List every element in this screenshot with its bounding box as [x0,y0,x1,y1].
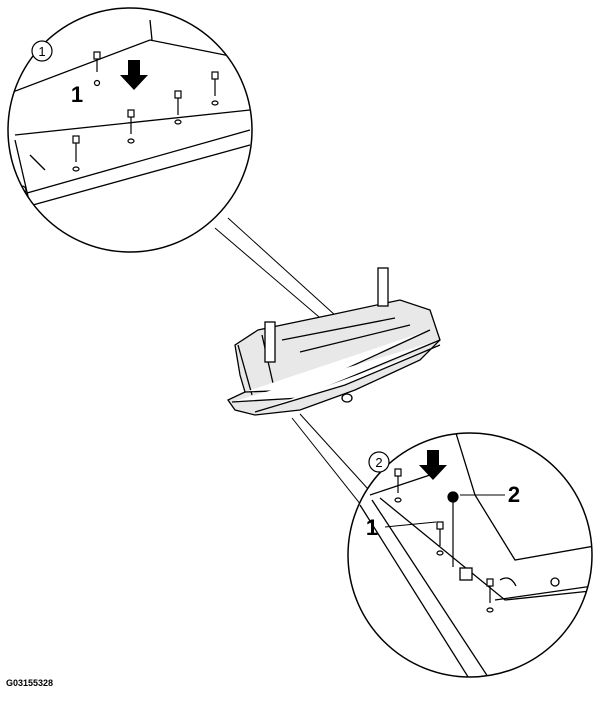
figure-id: G03155328 [6,678,54,688]
screw-set-bottom [394,468,494,613]
screw-set-top [72,51,219,172]
callout-1-bottom: 1 [366,515,378,540]
glove-box-assembly [227,267,441,416]
callout-2: 2 [508,482,520,507]
callout-1-top: 1 [71,82,83,107]
detail-marker-1-label: 1 [38,44,45,59]
detail-marker-1 [31,40,53,62]
detail-marker-2-label: 2 [375,455,382,470]
detail-view-1: 1 1 [7,7,253,253]
detail-marker-2 [368,451,390,473]
detail-view-2: 2 1 2 [347,432,593,678]
direction-arrow-icon [419,450,447,480]
direction-arrow-icon [120,60,148,90]
